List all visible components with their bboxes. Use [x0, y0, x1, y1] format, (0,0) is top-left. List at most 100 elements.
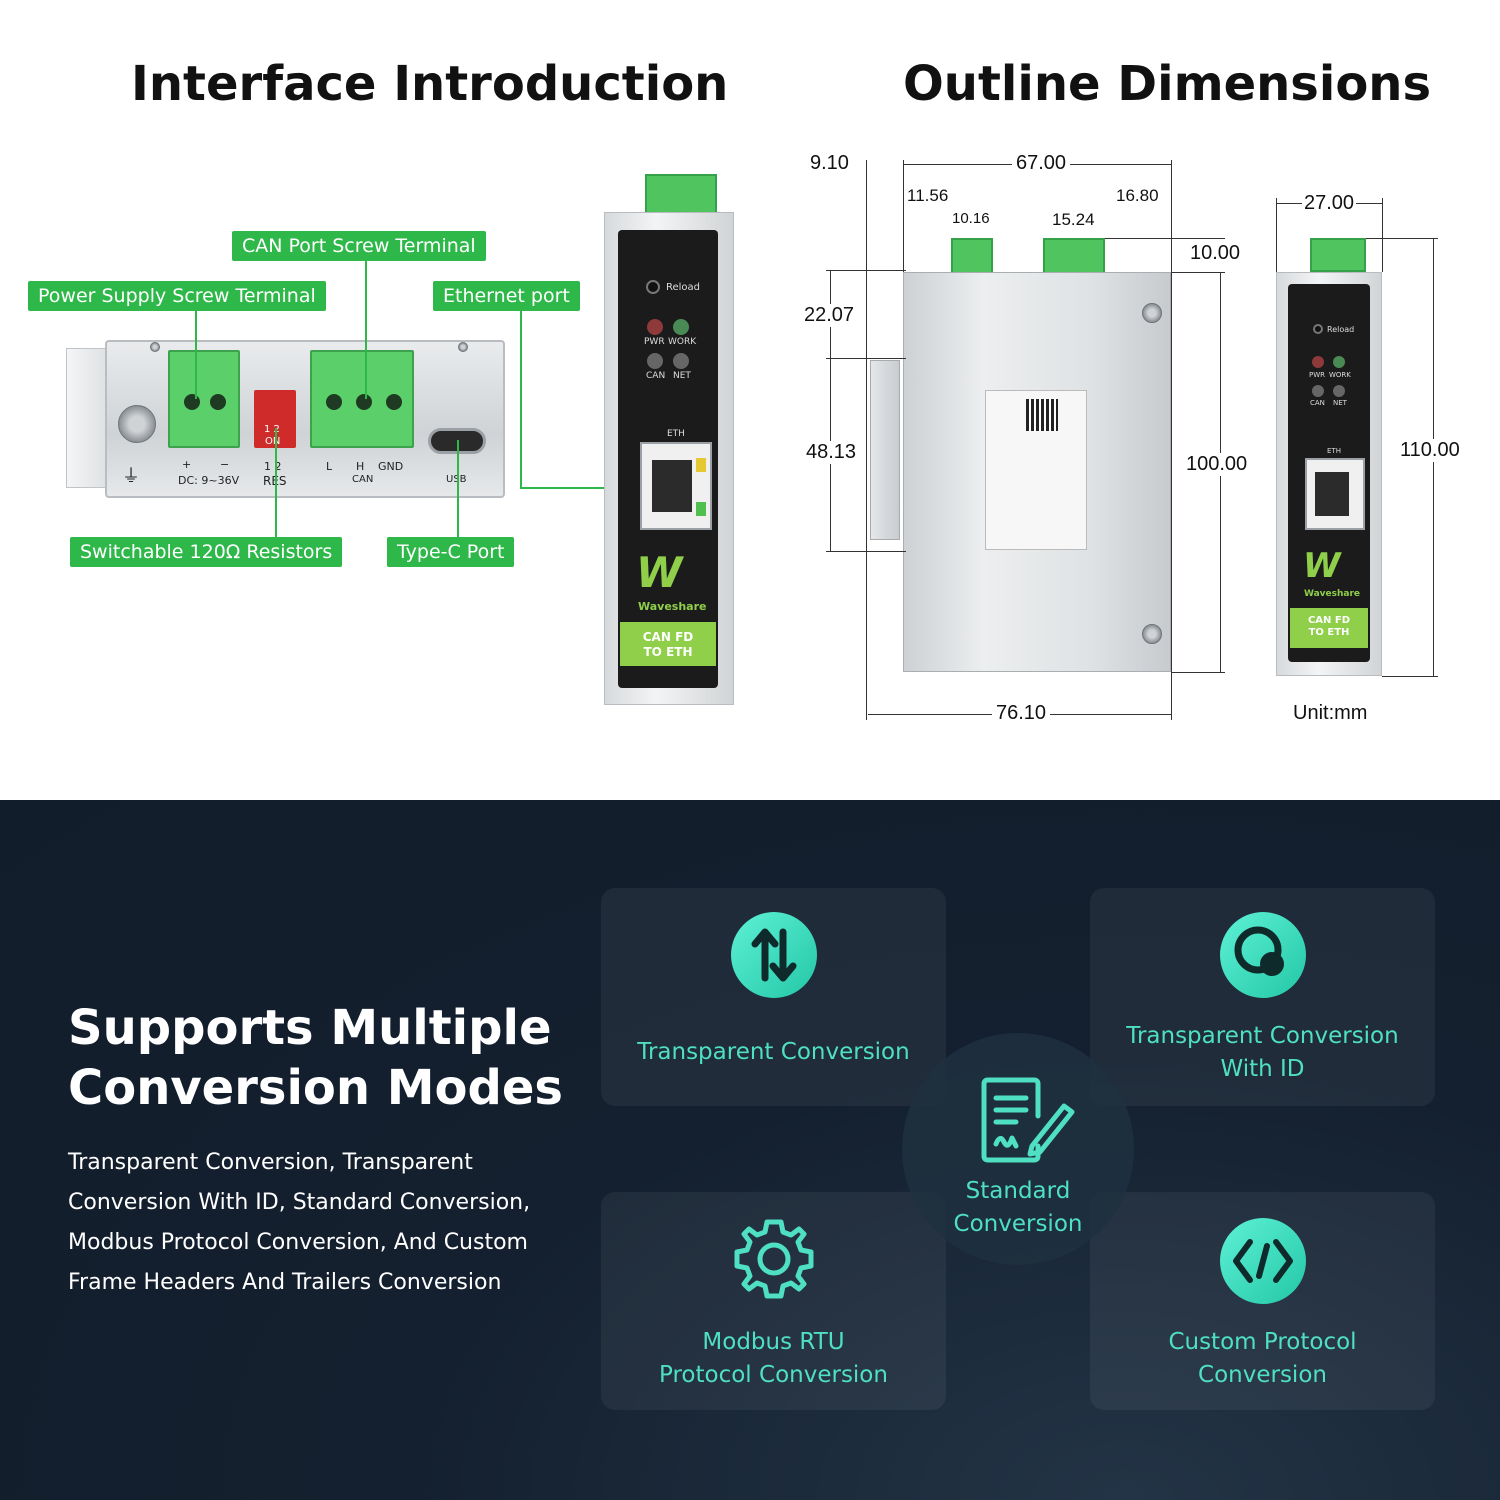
dim-line: [1382, 198, 1383, 272]
interface-title: Interface Introduction: [131, 56, 729, 112]
top-terminal: [645, 174, 717, 214]
label-modbus-line1: Modbus RTU: [702, 1329, 845, 1355]
label-modbus-line2: Protocol Conversion: [659, 1362, 888, 1388]
dim-line: [826, 270, 906, 271]
dim-15-24: 15.24: [1052, 210, 1095, 229]
net-label-small: NET: [1333, 399, 1347, 407]
dim-line: [826, 358, 906, 359]
waveshare-logo-small-icon: W: [1303, 546, 1341, 586]
back-screw: [1142, 624, 1162, 644]
work-led: [673, 319, 689, 335]
product-badge-small: CAN FD TO ETH: [1290, 608, 1368, 648]
gear-icon: [731, 1216, 817, 1302]
small-top-terminal: [1310, 238, 1366, 272]
code-icon: [1220, 1218, 1306, 1304]
dim-67-00: 67.00: [1012, 152, 1071, 175]
ground-screw: [118, 405, 156, 443]
dim-9-10: 9.10: [810, 152, 849, 174]
card-transparent: Transparent Conversion: [601, 888, 946, 1106]
product-line1-small: CAN FD: [1307, 615, 1351, 626]
dim-line: [1382, 676, 1438, 677]
dim-line: [1366, 238, 1438, 239]
label-transparent-id-line2: With ID: [1220, 1056, 1305, 1082]
dim-line: [1105, 238, 1225, 239]
label-h: H: [356, 460, 365, 473]
dim-line: [903, 160, 904, 272]
conversion-title-line1: Supports Multiple: [68, 1000, 552, 1056]
dim-line: [866, 160, 867, 720]
dip-on: ON: [265, 436, 281, 447]
callout-can-port: CAN Port Screw Terminal: [232, 231, 486, 261]
conversion-title-line2: Conversion Modes: [68, 1060, 563, 1116]
eth-label: ETH: [667, 429, 685, 439]
card-modbus: Modbus RTU Protocol Conversion: [601, 1192, 946, 1410]
qr-code-icon: [1026, 399, 1058, 431]
label-standard-line2: Conversion: [953, 1211, 1083, 1237]
net-led-small: [1333, 385, 1345, 397]
unit-label: Unit:mm: [1293, 702, 1368, 724]
top-screw: [150, 342, 160, 352]
conversion-description: Transparent Conversion, Transparent Conv…: [68, 1150, 531, 1295]
ground-icon: ⏚: [122, 466, 140, 487]
dim-11-56: 11.56: [907, 186, 949, 205]
overlapping-circles-icon: [1220, 912, 1306, 998]
dim-10-16: 10.16: [952, 210, 990, 227]
dim-76-10: 76.10: [992, 702, 1051, 725]
power-terminal: [168, 350, 240, 448]
callout-line-typec: [457, 440, 459, 538]
label-custom-line2: Conversion: [1198, 1362, 1327, 1388]
work-led-small: [1333, 356, 1345, 368]
dim-line: [1171, 672, 1225, 673]
callout-resistors: Switchable 120Ω Resistors: [70, 537, 343, 567]
can-label: CAN: [646, 371, 666, 381]
dim-10-00: 10.00: [1190, 242, 1241, 264]
dim-line-vertical: [830, 270, 831, 551]
net-label: NET: [673, 371, 691, 381]
din-rail-clip: [66, 348, 112, 488]
brand-name: Waveshare: [638, 600, 707, 613]
reload-button-small: [1313, 324, 1323, 334]
pwr-led-small: [1312, 356, 1324, 368]
product-line1: CAN FD: [642, 630, 694, 644]
can-led-small: [1312, 385, 1324, 397]
dip-nums: 1 2: [264, 424, 280, 435]
label-dc-range: DC: 9~36V: [178, 474, 240, 487]
dim-line: [1171, 160, 1172, 720]
label-l: L: [326, 460, 333, 473]
dim-line: [1276, 198, 1277, 272]
label-transparent: Transparent Conversion: [637, 1039, 910, 1065]
dim-27-00: 27.00: [1302, 192, 1357, 215]
callout-line-ethernet: [520, 311, 522, 489]
din-clip: [870, 360, 900, 540]
outline-title: Outline Dimensions: [903, 56, 1432, 112]
callout-ethernet: Ethernet port: [433, 281, 580, 311]
card-custom: Custom Protocol Conversion: [1090, 1192, 1435, 1410]
callout-power-supply: Power Supply Screw Terminal: [28, 281, 326, 311]
conversion-title: Supports Multiple Conversion Modes: [68, 998, 588, 1118]
brand-name-small: Waveshare: [1304, 589, 1361, 599]
dim-line: [1171, 272, 1225, 273]
top-terminal-small: [951, 238, 993, 274]
label-usb: USB: [446, 474, 467, 485]
label-custom-line1: Custom Protocol: [1168, 1329, 1357, 1355]
eth-label-small: ETH: [1327, 447, 1341, 455]
work-label: WORK: [668, 337, 697, 347]
callout-line-can: [365, 261, 367, 399]
callout-type-c: Type-C Port: [387, 537, 515, 567]
label-minus: −: [220, 458, 230, 471]
callout-line-power: [195, 311, 197, 399]
work-label-small: WORK: [1329, 371, 1351, 379]
device-side-view: [105, 340, 505, 498]
ethernet-port: [640, 442, 712, 530]
label-can: CAN: [352, 474, 374, 485]
can-label-small: CAN: [1310, 399, 1325, 407]
waveshare-logo-icon: W: [636, 548, 683, 597]
label-res-nums: 1 2: [264, 460, 282, 473]
dim-16-80: 16.80: [1116, 186, 1159, 205]
net-led: [673, 353, 689, 369]
reload-label: Reload: [666, 282, 701, 293]
center-standard-circle: [902, 1033, 1134, 1265]
product-badge: CAN FD TO ETH: [620, 622, 716, 666]
can-led: [647, 353, 663, 369]
label-transparent-id-line1: Transparent Conversion: [1126, 1023, 1399, 1049]
